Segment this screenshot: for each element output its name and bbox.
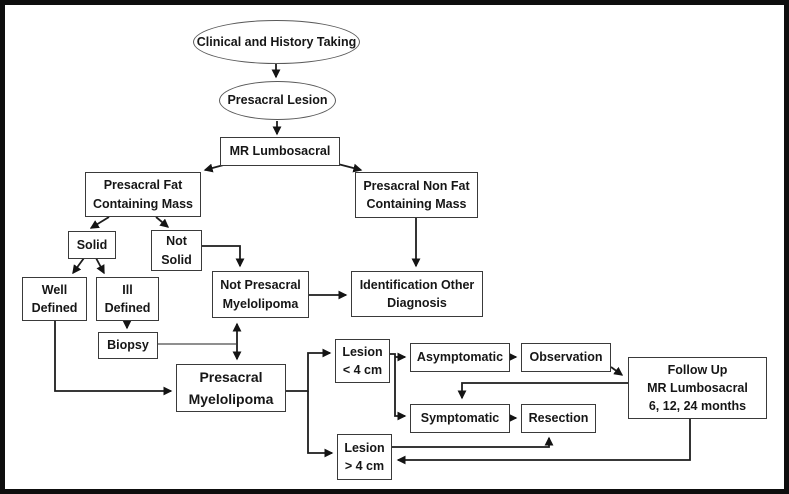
node-lesion-greater-than-4cm: Lesion > 4 cm <box>337 434 392 480</box>
node-biopsy: Biopsy <box>98 332 158 359</box>
edge-followup-to-lesion-gt4 <box>396 419 691 465</box>
node-ill-defined: Ill Defined <box>96 277 159 321</box>
node-presacral-fat-containing-mass: Presacral Fat Containing Mass <box>85 172 201 217</box>
node-asymptomatic: Asymptomatic <box>410 343 510 372</box>
edge-myelolipoma-to-lesion-gt4 <box>307 391 334 458</box>
edge-fat-to-solid <box>89 216 110 229</box>
node-not-solid: Not Solid <box>151 230 202 271</box>
edge-followup-to-symptomatic <box>457 382 628 400</box>
node-lesion-less-than-4cm: Lesion < 4 cm <box>335 339 390 383</box>
node-not-presacral-myelolipoma: Not Presacral Myelolipoma <box>212 271 309 318</box>
edge-observation-to-followup <box>610 366 624 376</box>
node-well-defined: Well Defined <box>22 277 87 321</box>
edge-well-defined-to-myelolipoma <box>54 321 173 396</box>
node-clinical-and-history-taking: Clinical and History Taking <box>193 20 360 64</box>
node-observation: Observation <box>521 343 611 372</box>
node-resection: Resection <box>521 404 596 433</box>
edge-fat-to-not-solid <box>155 216 170 228</box>
edge-solid-to-ill-defined <box>95 257 105 275</box>
node-presacral-non-fat-containing-mass: Presacral Non Fat Containing Mass <box>355 172 478 218</box>
node-solid: Solid <box>68 231 116 259</box>
edge-solid-to-well-defined <box>72 257 85 275</box>
node-identification-other-diagnosis: Identification Other Diagnosis <box>351 271 483 317</box>
node-mr-lumbosacral: MR Lumbosacral <box>220 137 340 166</box>
edge-not-solid-to-not-presacral <box>202 245 245 268</box>
node-follow-up-mr-lumbosacral: Follow Up MR Lumbosacral 6, 12, 24 month… <box>628 357 767 419</box>
edge-lesion-gt4-to-resection <box>392 436 554 448</box>
node-presacral-lesion: Presacral Lesion <box>219 81 336 120</box>
edge-myelolipoma-to-lesion-lt4 <box>286 348 332 392</box>
node-presacral-myelolipoma: Presacral Myelolipoma <box>176 364 286 412</box>
node-symptomatic: Symptomatic <box>410 404 510 433</box>
edge-lesion-lt4-to-symptomatic <box>390 353 407 421</box>
